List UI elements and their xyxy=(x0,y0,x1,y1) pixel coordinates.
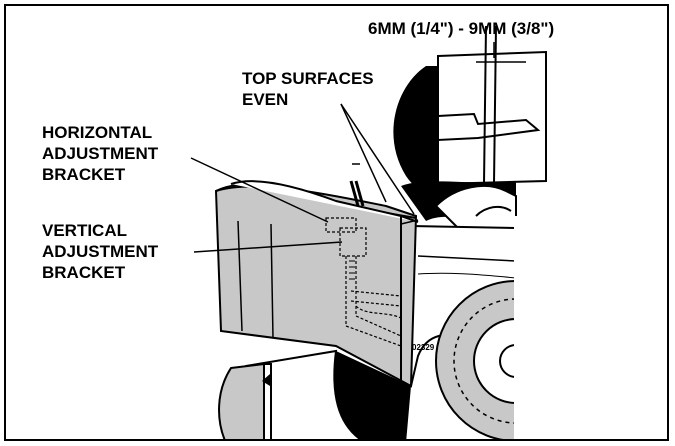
leader-lines xyxy=(190,103,415,253)
top-surfaces-label: TOP SURFACES EVEN xyxy=(242,69,374,109)
horizontal-bracket-label: HORIZONTAL ADJUSTMENT BRACKET xyxy=(42,123,159,184)
top-detail-magnifier xyxy=(393,25,547,205)
diagram-frame: 6MM (1/4") - 9MM (3/8") TOP SURFACES EVE… xyxy=(4,4,669,441)
seat xyxy=(434,185,517,238)
vertical-bracket-label: VERTICAL ADJUSTMENT BRACKET xyxy=(42,221,159,282)
measurement-label: 6MM (1/4") - 9MM (3/8") xyxy=(368,19,555,38)
brackets-hidden-lines xyxy=(325,217,402,347)
part-code: 02329 xyxy=(412,343,435,352)
grass-bag xyxy=(214,180,419,388)
bottom-detail-magnifier xyxy=(218,349,411,439)
bolts xyxy=(349,260,355,280)
mower-illustration xyxy=(190,25,667,439)
bag-handle xyxy=(349,180,365,207)
